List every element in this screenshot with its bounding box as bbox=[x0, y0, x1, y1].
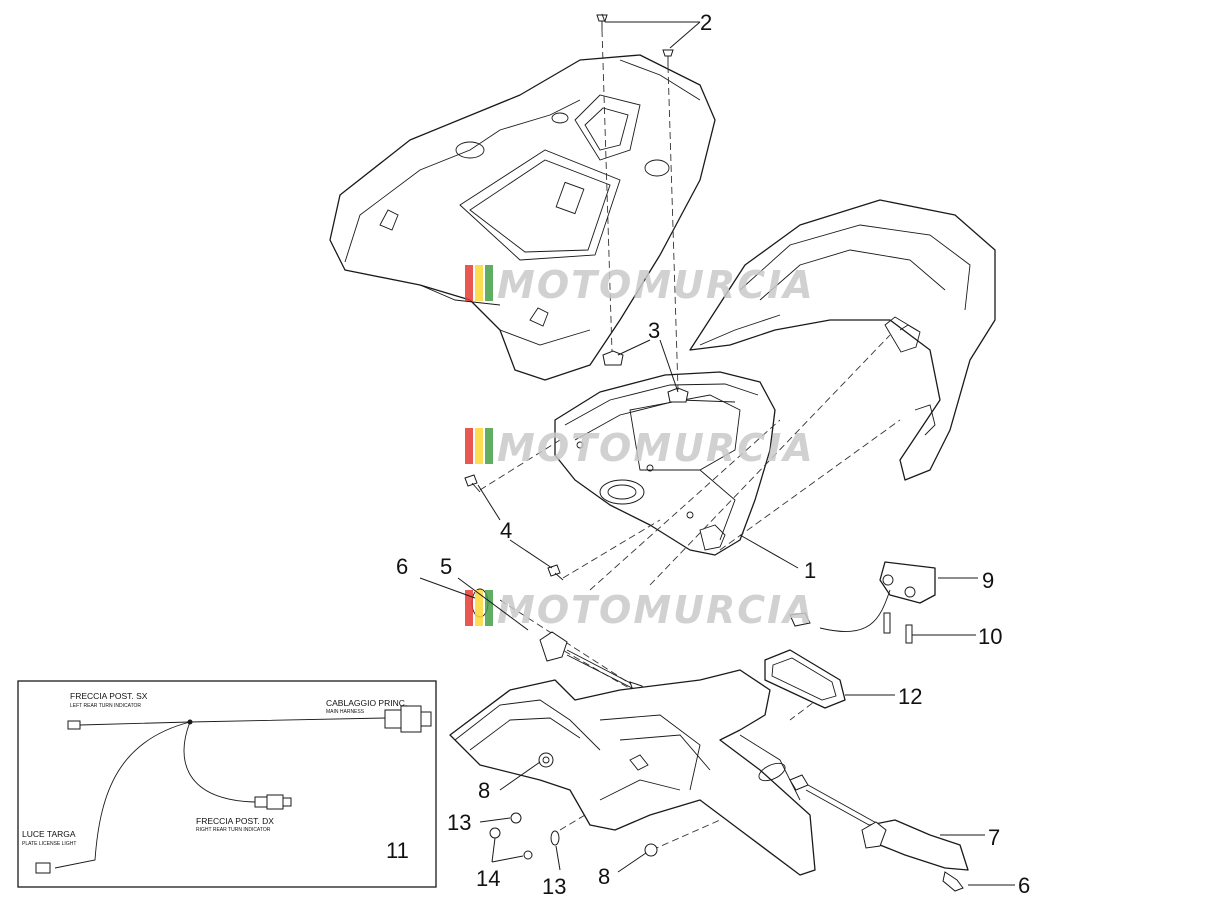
rear-reflector bbox=[764, 649, 846, 709]
right-turn-indicator bbox=[789, 774, 969, 892]
callout-2: 2 bbox=[700, 10, 712, 35]
wm-stripe-1 bbox=[465, 265, 473, 301]
wiring-sublabel-main-harness: MAIN HARNESS bbox=[326, 709, 365, 715]
callout-14: 14 bbox=[476, 866, 500, 891]
wm-stripe-3 bbox=[485, 265, 493, 301]
callout-6-left: 6 bbox=[396, 554, 408, 579]
callout-4: 4 bbox=[500, 518, 512, 543]
callout-1: 1 bbox=[804, 558, 816, 583]
wiring-label-left-rear: FRECCIA POST. SX bbox=[70, 691, 148, 701]
wm-stripe-2 bbox=[475, 265, 483, 301]
callout-9: 9 bbox=[982, 568, 994, 593]
license-plate-holder bbox=[449, 669, 816, 876]
rear-fairing bbox=[689, 199, 996, 481]
callout-13-left: 13 bbox=[447, 810, 471, 835]
callout-5: 5 bbox=[440, 554, 452, 579]
callout-11: 11 bbox=[386, 838, 409, 863]
watermark-text: MOTOMURCIA bbox=[497, 588, 815, 632]
callout-7: 7 bbox=[988, 825, 1000, 850]
wiring-label-main-harness: CABLAGGIO PRINC. bbox=[326, 698, 407, 708]
callout-12: 12 bbox=[898, 684, 922, 709]
tail-light-housing bbox=[554, 371, 776, 556]
wiring-sublabel-left-rear: LEFT REAR TURN INDICATOR bbox=[70, 703, 141, 709]
leader-lines bbox=[419, 13, 1015, 886]
plate-light bbox=[789, 561, 936, 644]
callout-6-right: 6 bbox=[1018, 873, 1030, 898]
callout-3: 3 bbox=[648, 318, 660, 343]
screw-4 bbox=[464, 474, 564, 581]
callout-10: 10 bbox=[978, 624, 1002, 649]
screw-2 bbox=[596, 14, 674, 66]
watermark-text: MOTOMURCIA bbox=[497, 426, 815, 470]
watermark: MOTOMURCIA MOTOMURCIA MOTOMURCIA bbox=[465, 263, 815, 632]
watermark-text: MOTOMURCIA bbox=[497, 263, 815, 307]
small-fasteners bbox=[489, 752, 658, 860]
wiring-inset: FRECCIA POST. SX LEFT REAR TURN INDICATO… bbox=[17, 680, 437, 888]
wiring-inset-frame bbox=[17, 680, 437, 888]
wiring-sublabel-right-rear: RIGHT REAR TURN INDICATOR bbox=[196, 827, 271, 833]
callout-8-upper: 8 bbox=[478, 778, 490, 803]
wiring-sublabel-plate-light: PLATE LICENSE LIGHT bbox=[22, 841, 76, 847]
callout-13-bottom: 13 bbox=[542, 874, 566, 899]
wiring-label-right-rear: FRECCIA POST. DX bbox=[196, 816, 274, 826]
callout-8-lower: 8 bbox=[598, 864, 610, 889]
callout-numbers: 2 3 4 1 6 5 9 10 12 7 6 8 13 14 13 8 bbox=[396, 10, 1030, 899]
wiring-label-plate-light: LUCE TARGA bbox=[22, 829, 76, 839]
